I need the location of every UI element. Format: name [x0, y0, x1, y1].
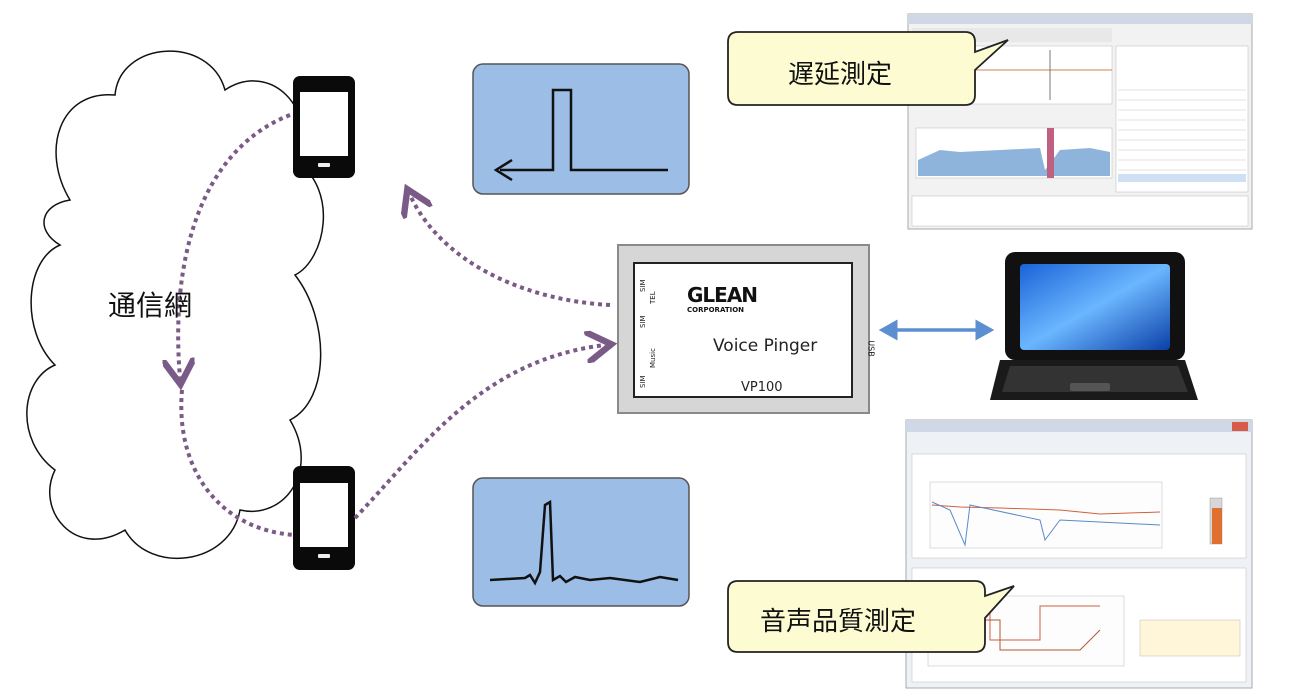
- device-brand: GLEAN: [687, 283, 758, 307]
- port-label-3: SIM: [639, 315, 647, 328]
- quality-callout-shape: [727, 580, 1015, 653]
- arrow-device-to-phone-top: [410, 195, 611, 307]
- port-label-4: Music: [649, 348, 657, 368]
- device-front-panel: GLEAN CORPORATION Voice Pinger VP100 SIM…: [633, 262, 876, 398]
- port-label-2: TEL: [649, 291, 657, 304]
- quality-measurement-label: 音声品質測定: [760, 607, 917, 637]
- arrow-phone-to-network: [178, 113, 291, 378]
- port-label-5: SIM: [639, 375, 647, 388]
- voice-pinger-device: GLEAN CORPORATION Voice Pinger VP100 SIM…: [617, 244, 876, 414]
- device-name: Voice Pinger: [713, 336, 818, 356]
- delay-measurement-screenshot: [907, 13, 1253, 230]
- delay-measurement-label: 遅延測定: [788, 60, 893, 90]
- usb-label: USB: [866, 340, 876, 357]
- phone-top-icon: [293, 76, 355, 178]
- laptop-icon: [990, 252, 1198, 400]
- port-label-1: SIM: [639, 279, 647, 292]
- received-signal-panel: [472, 477, 690, 607]
- phone-bottom-icon: [293, 466, 355, 570]
- device-model: VP100: [741, 380, 783, 395]
- delay-callout-shape: [727, 31, 1009, 106]
- network-cloud: [26, 50, 325, 560]
- network-label: 通信網: [108, 289, 193, 322]
- device-brand-sub: CORPORATION: [687, 306, 745, 314]
- pulse-signal-panel: [472, 63, 690, 195]
- arrow-phone-bottom-to-device: [353, 345, 605, 520]
- arrow-network-to-phone: [179, 389, 296, 537]
